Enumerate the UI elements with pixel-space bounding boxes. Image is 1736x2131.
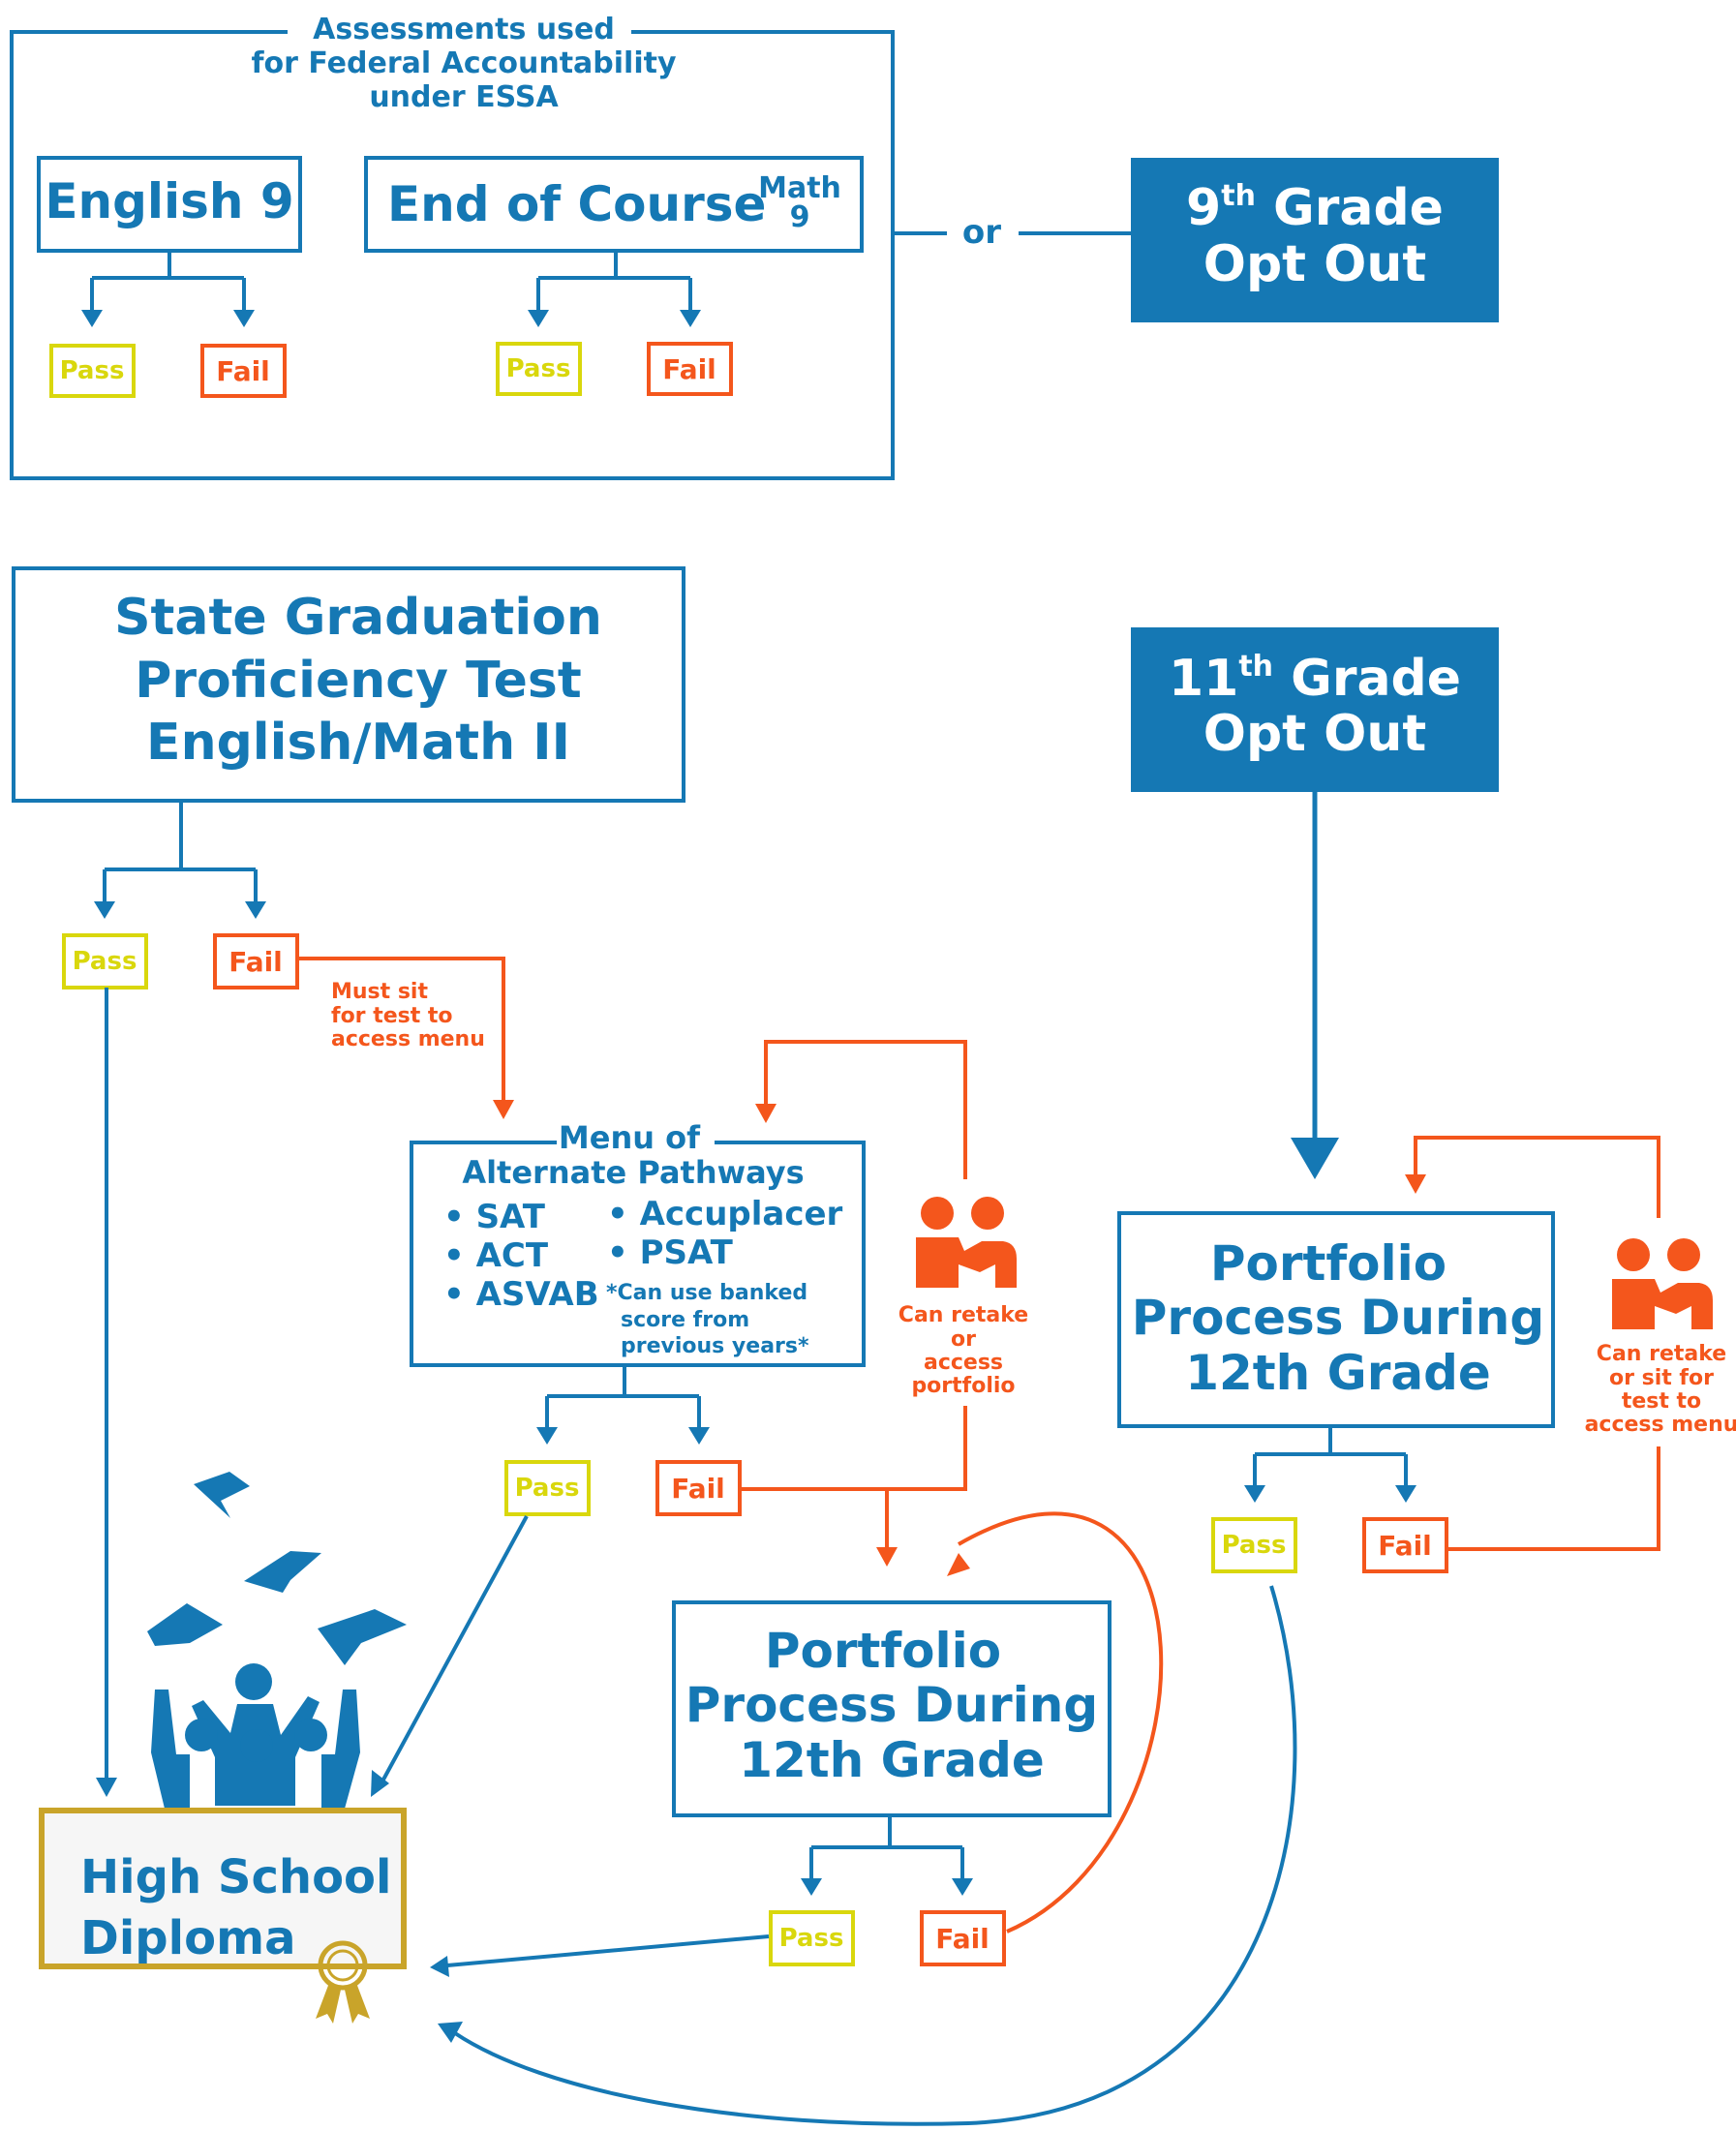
menu-note-1: *Can use banked	[606, 1281, 807, 1305]
eoc-sup-1: Math	[758, 171, 841, 205]
english9-node: English 9 Pass Fail	[37, 156, 302, 398]
portfolio-center-pass: Pass	[779, 1924, 844, 1953]
portfolio-right-pass: Pass	[1222, 1531, 1287, 1560]
portfolio-center-line-1: Portfolio	[765, 1623, 1001, 1679]
award-ribbon-icon	[316, 1940, 370, 2024]
eoc-fail: Fail	[662, 353, 716, 385]
sgpt-fail-note-3: access menu	[331, 1027, 485, 1051]
menu-item-psat: • PSAT	[607, 1233, 734, 1272]
opt-out-9-line-2: Opt Out	[1203, 235, 1426, 293]
menu-note-2: score from	[621, 1308, 749, 1332]
menu-fail: Fail	[671, 1473, 725, 1505]
portfolio-center-line-2: Process During	[685, 1677, 1098, 1733]
or-label: or	[962, 213, 1001, 252]
menu-item-asvab: • ASVAB	[443, 1275, 599, 1314]
portfolio-right-line-1: Portfolio	[1210, 1235, 1447, 1292]
opt-out-11-line-1: 11th Grade	[1169, 650, 1461, 708]
essa-title-line-3: under ESSA	[369, 80, 559, 114]
or-connector: or	[893, 213, 1131, 252]
portfolio-right-line-3: 12th Grade	[1185, 1345, 1491, 1401]
eoc-sup-2: 9	[790, 200, 810, 234]
graduation-cap-icon	[147, 1472, 407, 1665]
eoc-node: End of Course Math 9 Pass Fail	[364, 156, 864, 396]
sgpt-line-1: State Graduation	[114, 589, 602, 647]
retake-note-2-line-2: or sit for	[1609, 1366, 1714, 1390]
opt-out-9-node: 9th Grade Opt Out	[1131, 158, 1499, 322]
menu-title-1: Menu of	[559, 1119, 701, 1156]
diploma-node: High School Diploma	[39, 1808, 407, 1969]
diploma-line-2: Diploma	[80, 1911, 296, 1965]
portfolio-right-fail: Fail	[1378, 1530, 1432, 1562]
menu-item-sat: • SAT	[443, 1198, 546, 1236]
retake-note-1-line-3: access	[924, 1351, 1003, 1375]
sgpt-fail: Fail	[228, 946, 283, 978]
opt-out-11-line-2: Opt Out	[1203, 705, 1426, 763]
people-help-icon	[1612, 1238, 1713, 1329]
graduates-icon	[151, 1663, 360, 1809]
retake-note-1-line-2: or	[951, 1327, 976, 1352]
essa-title-line-1: Assessments used	[313, 13, 615, 46]
retake-note-2-line-1: Can retake	[1597, 1342, 1726, 1366]
eoc-label: End of Course	[387, 176, 766, 232]
eoc-pass: Pass	[506, 354, 571, 383]
portfolio-center-node: Portfolio Process During 12th Grade Pass…	[430, 1511, 1164, 1977]
english9-label: English 9	[45, 173, 293, 229]
menu-item-act: • ACT	[443, 1236, 549, 1275]
essa-title-line-2: for Federal Accountability	[251, 46, 676, 80]
english9-pass: Pass	[60, 356, 125, 385]
opt-out-11-node: 11th Grade Opt Out	[1131, 627, 1499, 1179]
portfolio-right-node: Portfolio Process During 12th Grade Pass…	[438, 1136, 1660, 2126]
opt-out-9-line-1: 9th Grade	[1186, 179, 1444, 237]
menu-note-3: previous years*	[621, 1334, 809, 1358]
diploma-line-1: High School	[80, 1850, 391, 1904]
retake-note-2-line-3: test to	[1622, 1389, 1701, 1414]
sgpt-pass: Pass	[73, 947, 137, 976]
essa-box: Assessments used for Federal Accountabil…	[10, 13, 895, 480]
menu-item-accuplacer: • Accuplacer	[607, 1195, 843, 1233]
menu-title-2: Alternate Pathways	[462, 1154, 804, 1191]
sgpt-node: State Graduation Proficiency Test Englis…	[12, 566, 685, 1797]
sgpt-line-2: Proficiency Test	[135, 652, 581, 710]
sgpt-fail-note-2: for test to	[331, 1004, 453, 1028]
english9-fail: Fail	[216, 355, 270, 387]
sgpt-line-3: English/Math II	[146, 714, 570, 772]
retake-note-2-line-4: access menu	[1585, 1413, 1736, 1437]
portfolio-right-line-2: Process During	[1132, 1290, 1544, 1346]
portfolio-center-line-3: 12th Grade	[739, 1732, 1045, 1788]
menu-pass: Pass	[515, 1474, 580, 1503]
retake-note-1-line-1: Can retake	[898, 1303, 1028, 1327]
portfolio-center-fail: Fail	[935, 1923, 990, 1955]
people-help-icon	[916, 1197, 1017, 1288]
sgpt-fail-note-1: Must sit	[331, 980, 428, 1004]
menu-node: Menu of Alternate Pathways • SAT • ACT •…	[371, 1040, 967, 1797]
retake-note-1-line-4: portfolio	[911, 1374, 1015, 1398]
